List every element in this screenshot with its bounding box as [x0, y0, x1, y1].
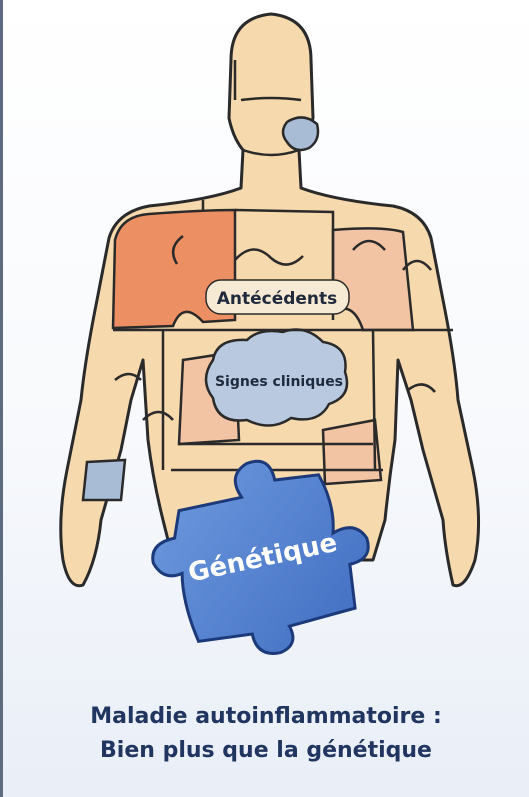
signes-cliniques-piece: Signes cliniques [215, 374, 343, 390]
body-puzzle-illustration: Antécédents Signes cliniques Génétique [3, 0, 529, 700]
caption: Maladie autoinflammatoire : Bien plus qu… [3, 700, 529, 768]
caption-line-2: Bien plus que la génétique [3, 734, 529, 768]
signes-cliniques-label: Signes cliniques [215, 374, 343, 390]
caption-line-1: Maladie autoinflammatoire : [3, 700, 529, 734]
antecedents-piece: Antécédents [206, 280, 349, 314]
antecedents-label: Antécédents [217, 289, 338, 309]
